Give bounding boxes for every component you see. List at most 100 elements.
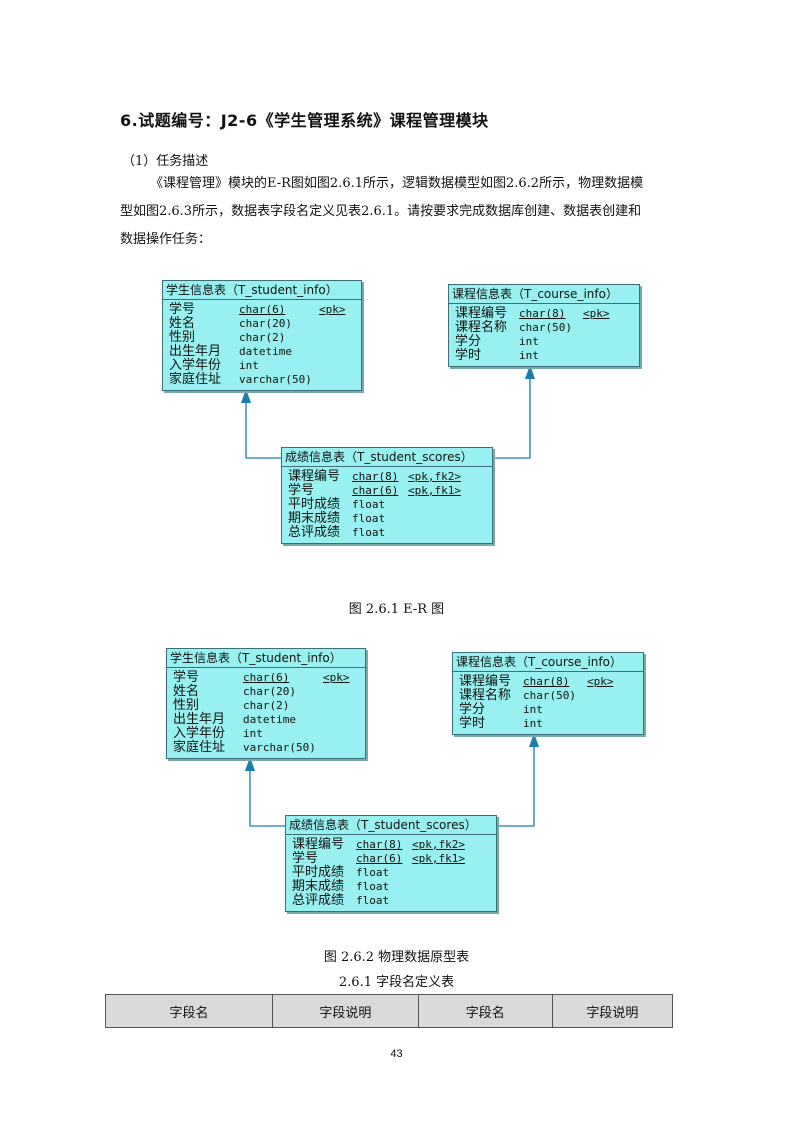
field-type: char(8) — [352, 470, 399, 483]
field-name: 总评成绩 — [292, 893, 345, 908]
student-connector — [245, 398, 281, 459]
field-type: char(8) — [523, 675, 570, 688]
field-type: char(6) — [243, 671, 290, 684]
field-type: char(8) — [356, 838, 403, 851]
field-type: char(2) — [239, 331, 286, 344]
field-type: char(6) — [352, 484, 399, 497]
field-name: 学号 — [169, 302, 196, 317]
paragraph-line-2: 型如图2.6.3所示，数据表字段名定义见表2.6.1。请按要求完成数据库创建、数… — [120, 204, 642, 219]
field-name: 性别 — [173, 698, 200, 713]
field-name: 课程名称 — [459, 688, 512, 703]
field-type: float — [352, 498, 386, 511]
field-type: float — [356, 880, 390, 893]
entity-field-row: 学时 int — [455, 349, 633, 363]
field-name: 姓名 — [173, 684, 200, 699]
scores-entity-box: 成绩信息表（T_student_scores） 课程编号 char(8) <pk,fk… — [281, 447, 493, 544]
field-definition-table: 字段名 字段说明 字段名 字段说明 — [104, 994, 674, 1028]
field-type: float — [352, 512, 386, 525]
entity-field-row: 入学年份 int — [169, 359, 355, 373]
course-connector — [491, 374, 531, 459]
field-type: char(2) — [243, 699, 290, 712]
field-name: 学时 — [455, 348, 482, 363]
field-name: 学号 — [288, 483, 315, 498]
field-name: 平时成绩 — [292, 865, 345, 880]
field-name: 家庭住址 — [173, 740, 226, 755]
field-name: 入学年份 — [169, 358, 222, 373]
field-key: <pk,fk2> — [412, 838, 465, 851]
header-field-desc-2: 字段说明 — [551, 994, 674, 1028]
field-name: 出生年月 — [169, 344, 222, 359]
field-type: int — [519, 349, 539, 362]
figure-caption-2: 图 2.6.2 物理数据原型表 — [323, 950, 470, 965]
student-arrow-icon — [241, 389, 251, 403]
entity-field-row: 课程编号 char(8) <pk> — [459, 675, 637, 689]
table-caption: 2.6.1 字段名定义表 — [338, 975, 455, 990]
field-type: int — [523, 717, 543, 730]
field-type: float — [352, 526, 386, 539]
student-entity-title: 学生信息表（T_student_info） — [167, 649, 365, 668]
entity-field-row: 学号 char(6) <pk,fk1> — [288, 484, 486, 498]
field-type: int — [523, 703, 543, 716]
course-entity-title: 课程信息表（T_course_info） — [449, 285, 639, 304]
field-type: int — [239, 359, 259, 372]
entity-field-row: 学时 int — [459, 717, 637, 731]
field-type: varchar(50) — [239, 373, 312, 386]
header-field-name-1: 字段名 — [104, 994, 274, 1028]
field-name: 平时成绩 — [288, 497, 341, 512]
paragraph-line-1: 《课程管理》模块的E-R图如图2.6.1所示，逻辑数据模型如图2.6.2所示，物… — [150, 176, 644, 191]
entity-field-row: 课程编号 char(8) <pk,fk2> — [292, 838, 490, 852]
field-name: 课程编号 — [292, 837, 345, 852]
paragraph-line-3: 数据操作任务： — [120, 232, 212, 247]
entity-field-row: 课程编号 char(8) <pk,fk2> — [288, 470, 486, 484]
field-type: char(6) — [356, 852, 403, 865]
field-name: 学号 — [173, 670, 200, 685]
entity-field-row: 家庭住址 varchar(50) — [169, 373, 355, 387]
field-key: <pk,fk1> — [408, 484, 461, 497]
field-type: char(6) — [239, 303, 286, 316]
entity-field-row: 性别 char(2) — [169, 331, 355, 345]
field-name: 期末成绩 — [292, 879, 345, 894]
page-number: 43 — [390, 1048, 403, 1060]
field-name: 学时 — [459, 716, 486, 731]
field-name: 学分 — [455, 334, 482, 349]
field-key: <pk,fk2> — [408, 470, 461, 483]
entity-field-row: 性别 char(2) — [173, 699, 359, 713]
field-key: <pk> — [583, 307, 610, 320]
field-type: int — [243, 727, 263, 740]
field-name: 课程编号 — [459, 674, 512, 689]
field-key: <pk> — [587, 675, 614, 688]
field-type: datetime — [243, 713, 296, 726]
field-name: 课程编号 — [455, 306, 508, 321]
field-type: char(20) — [239, 317, 292, 330]
task-description-label: （1）任务描述 — [122, 154, 209, 169]
scores-entity-title: 成绩信息表（T_student_scores） — [282, 448, 492, 467]
field-name: 出生年月 — [173, 712, 226, 727]
field-name: 家庭住址 — [169, 372, 222, 387]
field-name: 课程编号 — [288, 469, 341, 484]
figure-caption-1: 图 2.6.1 E-R 图 — [348, 602, 445, 617]
header-field-name-2: 字段名 — [417, 994, 553, 1028]
field-name: 性别 — [169, 330, 196, 345]
field-name: 姓名 — [169, 316, 196, 331]
field-name: 学号 — [292, 851, 319, 866]
field-type: char(50) — [523, 689, 576, 702]
course-connector — [495, 742, 535, 827]
